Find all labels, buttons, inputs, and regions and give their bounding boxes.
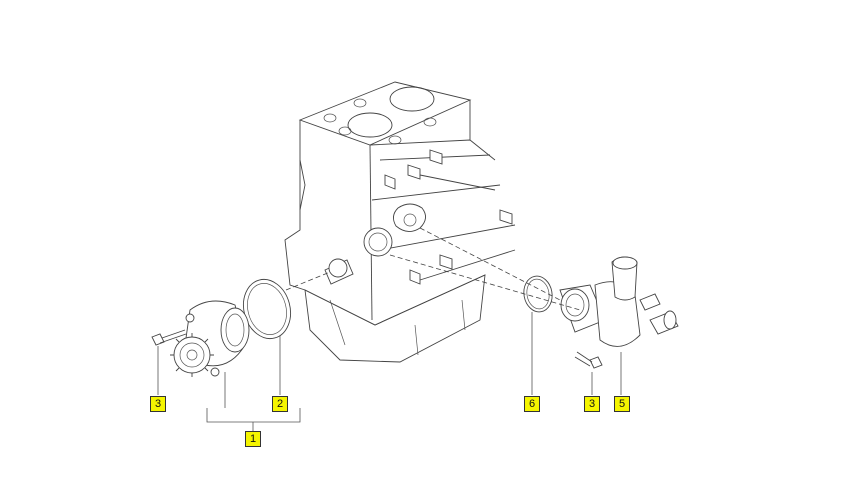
callout-2[interactable]: 2 xyxy=(272,396,288,412)
thermostat-housing xyxy=(559,256,679,347)
callout-5[interactable]: 5 xyxy=(614,396,630,412)
o-ring-6 xyxy=(523,275,553,313)
callout-3-right[interactable]: 3 xyxy=(584,396,600,412)
bolt-left xyxy=(151,329,187,346)
callout-3-left[interactable]: 3 xyxy=(150,396,166,412)
engine-block xyxy=(284,81,516,363)
water-pump xyxy=(170,300,250,377)
callout-1[interactable]: 1 xyxy=(245,431,261,447)
callout-6[interactable]: 6 xyxy=(524,396,540,412)
bolt-right xyxy=(574,351,603,369)
